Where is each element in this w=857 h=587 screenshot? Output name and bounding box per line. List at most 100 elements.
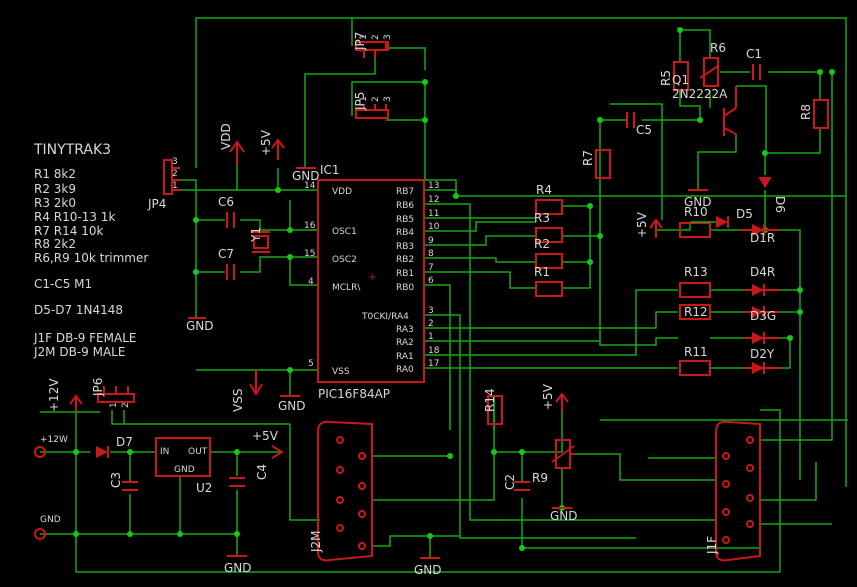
ic1-pin-num: 1 (428, 332, 434, 342)
c4-label: C4 (255, 464, 269, 480)
ic1-pin-name: VDD (332, 187, 352, 197)
transistor-q1: Q1 2N2222A (672, 73, 737, 136)
note-line: D5-D7 1N4148 (34, 303, 123, 317)
jp5-label: JP5 (353, 92, 367, 111)
svg-text:1: 1 (109, 402, 119, 408)
svg-text:IN: IN (160, 447, 169, 457)
wires (40, 17, 848, 573)
r14-label: R14 (483, 388, 497, 412)
ic1-pin-name: RA3 (396, 325, 414, 335)
ic1-pin-name: RA0 (396, 365, 414, 375)
svg-text:3: 3 (383, 96, 393, 102)
ic1-pin-num: 6 (428, 276, 434, 286)
ic1-pin-num: 7 (428, 263, 434, 273)
ic1-pin-num: 12 (428, 195, 439, 205)
note-line: R8 2k2 (34, 237, 76, 251)
note-title: TINYTRAK3 (33, 142, 111, 158)
v5-label-3: +5V (541, 383, 555, 410)
svg-text:2: 2 (172, 169, 178, 179)
gnd-label: GND (550, 509, 578, 523)
ic1-pin-num: 4 (308, 277, 314, 287)
c6-label: C6 (218, 195, 234, 209)
ic1-pin-name: RB3 (396, 242, 414, 252)
ic1-pin-num: 10 (428, 222, 440, 232)
vss-label: VSS (231, 389, 245, 412)
v5-label-2: +5V (635, 211, 649, 238)
note-line: R6,R9 10k trimmer (34, 251, 148, 265)
ic1-pin-name: RB1 (396, 269, 414, 279)
j2m-label: J2M (309, 530, 323, 553)
v5-label-4: +5V (252, 429, 279, 443)
q1-part: 2N2222A (672, 87, 728, 101)
ic1-pin-name: OSC1 (332, 227, 357, 237)
gnd-label: GND (414, 563, 442, 577)
r5-label: R5 (659, 70, 673, 86)
ic1-pin-name: MCLR\ (332, 283, 361, 293)
svg-text:2: 2 (371, 34, 381, 40)
svg-text:3: 3 (383, 34, 393, 40)
leds: D4R D3G D2Y D1R (740, 224, 780, 374)
ic1-pin-name: VSS (332, 367, 350, 377)
ic1-pin-name: RB4 (396, 228, 414, 238)
r7-label: R7 (581, 150, 595, 166)
ic1-pin-num: 14 (304, 181, 316, 191)
c1-label: C1 (746, 47, 762, 61)
led-d4r-label: D4R (750, 265, 775, 279)
v12-jack-label: +12W (40, 435, 68, 445)
ic1-pin-num: 17 (428, 359, 439, 369)
capacitors: C1 C2 C3 C4 C5 C6 C7 (109, 47, 762, 491)
d6-label: D6 (773, 196, 787, 213)
vdd-label: VDD (219, 123, 233, 150)
ic1-ref: IC1 (320, 163, 340, 177)
gnd-label: GND (224, 561, 252, 575)
ic1-pin-name: RA2 (396, 338, 414, 348)
r10-label: R10 (684, 205, 708, 219)
v12-label: +12V (47, 378, 61, 412)
gnd-label: GND (186, 319, 214, 333)
power-symbols: VDD +5V +5V +5V +5V VSS +12V +12W GND GN… (34, 123, 712, 577)
jumpers: 3 2 1 JP4 1 2 3 JP7 1 2 3 JP5 1 2 JP6 (91, 32, 393, 408)
svg-text:+: + (368, 272, 376, 283)
note-line: J1F DB-9 FEMALE (33, 331, 136, 345)
ic1-pin-num: 16 (304, 221, 316, 231)
ic1-pin-num: 13 (428, 181, 439, 191)
bom-notes: TINYTRAK3 R1 8k2 R2 3k9 R3 2k0 R4 R10-13… (33, 142, 148, 359)
note-line: R7 R14 10k (34, 224, 103, 238)
ic1-pic16f84: IC1 PIC16F84AP + VDD 14 OSC1 16 OSC2 15 … (304, 163, 440, 401)
gnd-label: GND (684, 195, 712, 209)
ic1-pin-name: RB0 (396, 283, 414, 293)
r12-label: R12 (684, 305, 708, 319)
note-line: R4 R10-13 1k (34, 210, 115, 224)
r9-label: R9 (532, 471, 548, 485)
gnd-label: GND (278, 399, 306, 413)
j1f-label: J1F (705, 536, 719, 555)
jp7-label: JP6 (91, 378, 105, 397)
connector-j2m: J2M (309, 420, 373, 562)
ic1-pin-num: 2 (428, 319, 434, 329)
gnd-label: GND (292, 169, 320, 183)
diodes: D5 D6 D7 (96, 177, 787, 458)
c7-label: C7 (218, 247, 234, 261)
ic1-pin-name: RB7 (396, 187, 414, 197)
ic1-pin-num: 9 (428, 236, 434, 246)
connector-j1f: J1F (705, 420, 761, 562)
r1-label: R1 (534, 265, 550, 279)
jp4-label: JP4 (147, 197, 166, 211)
svg-text:GND: GND (174, 465, 195, 475)
svg-text:2: 2 (371, 96, 381, 102)
r2-label: R2 (534, 237, 550, 251)
ic1-pin-num: 11 (428, 209, 439, 219)
v5-label: +5V (259, 129, 273, 156)
svg-text:1: 1 (172, 181, 178, 191)
note-line: J2M DB-9 MALE (33, 345, 125, 359)
ic1-pin-num: 3 (428, 306, 434, 316)
ic1-pin-num: 18 (428, 346, 440, 356)
r11-label: R11 (684, 345, 708, 359)
q1-ref: Q1 (672, 73, 689, 87)
u2-label: U2 (196, 481, 212, 495)
c5-label: C5 (636, 123, 652, 137)
led-d2y-label: D2Y (750, 347, 775, 361)
regulator-u2: IN OUT GND U2 (155, 437, 212, 495)
ic1-pin-name: RB2 (396, 255, 414, 265)
